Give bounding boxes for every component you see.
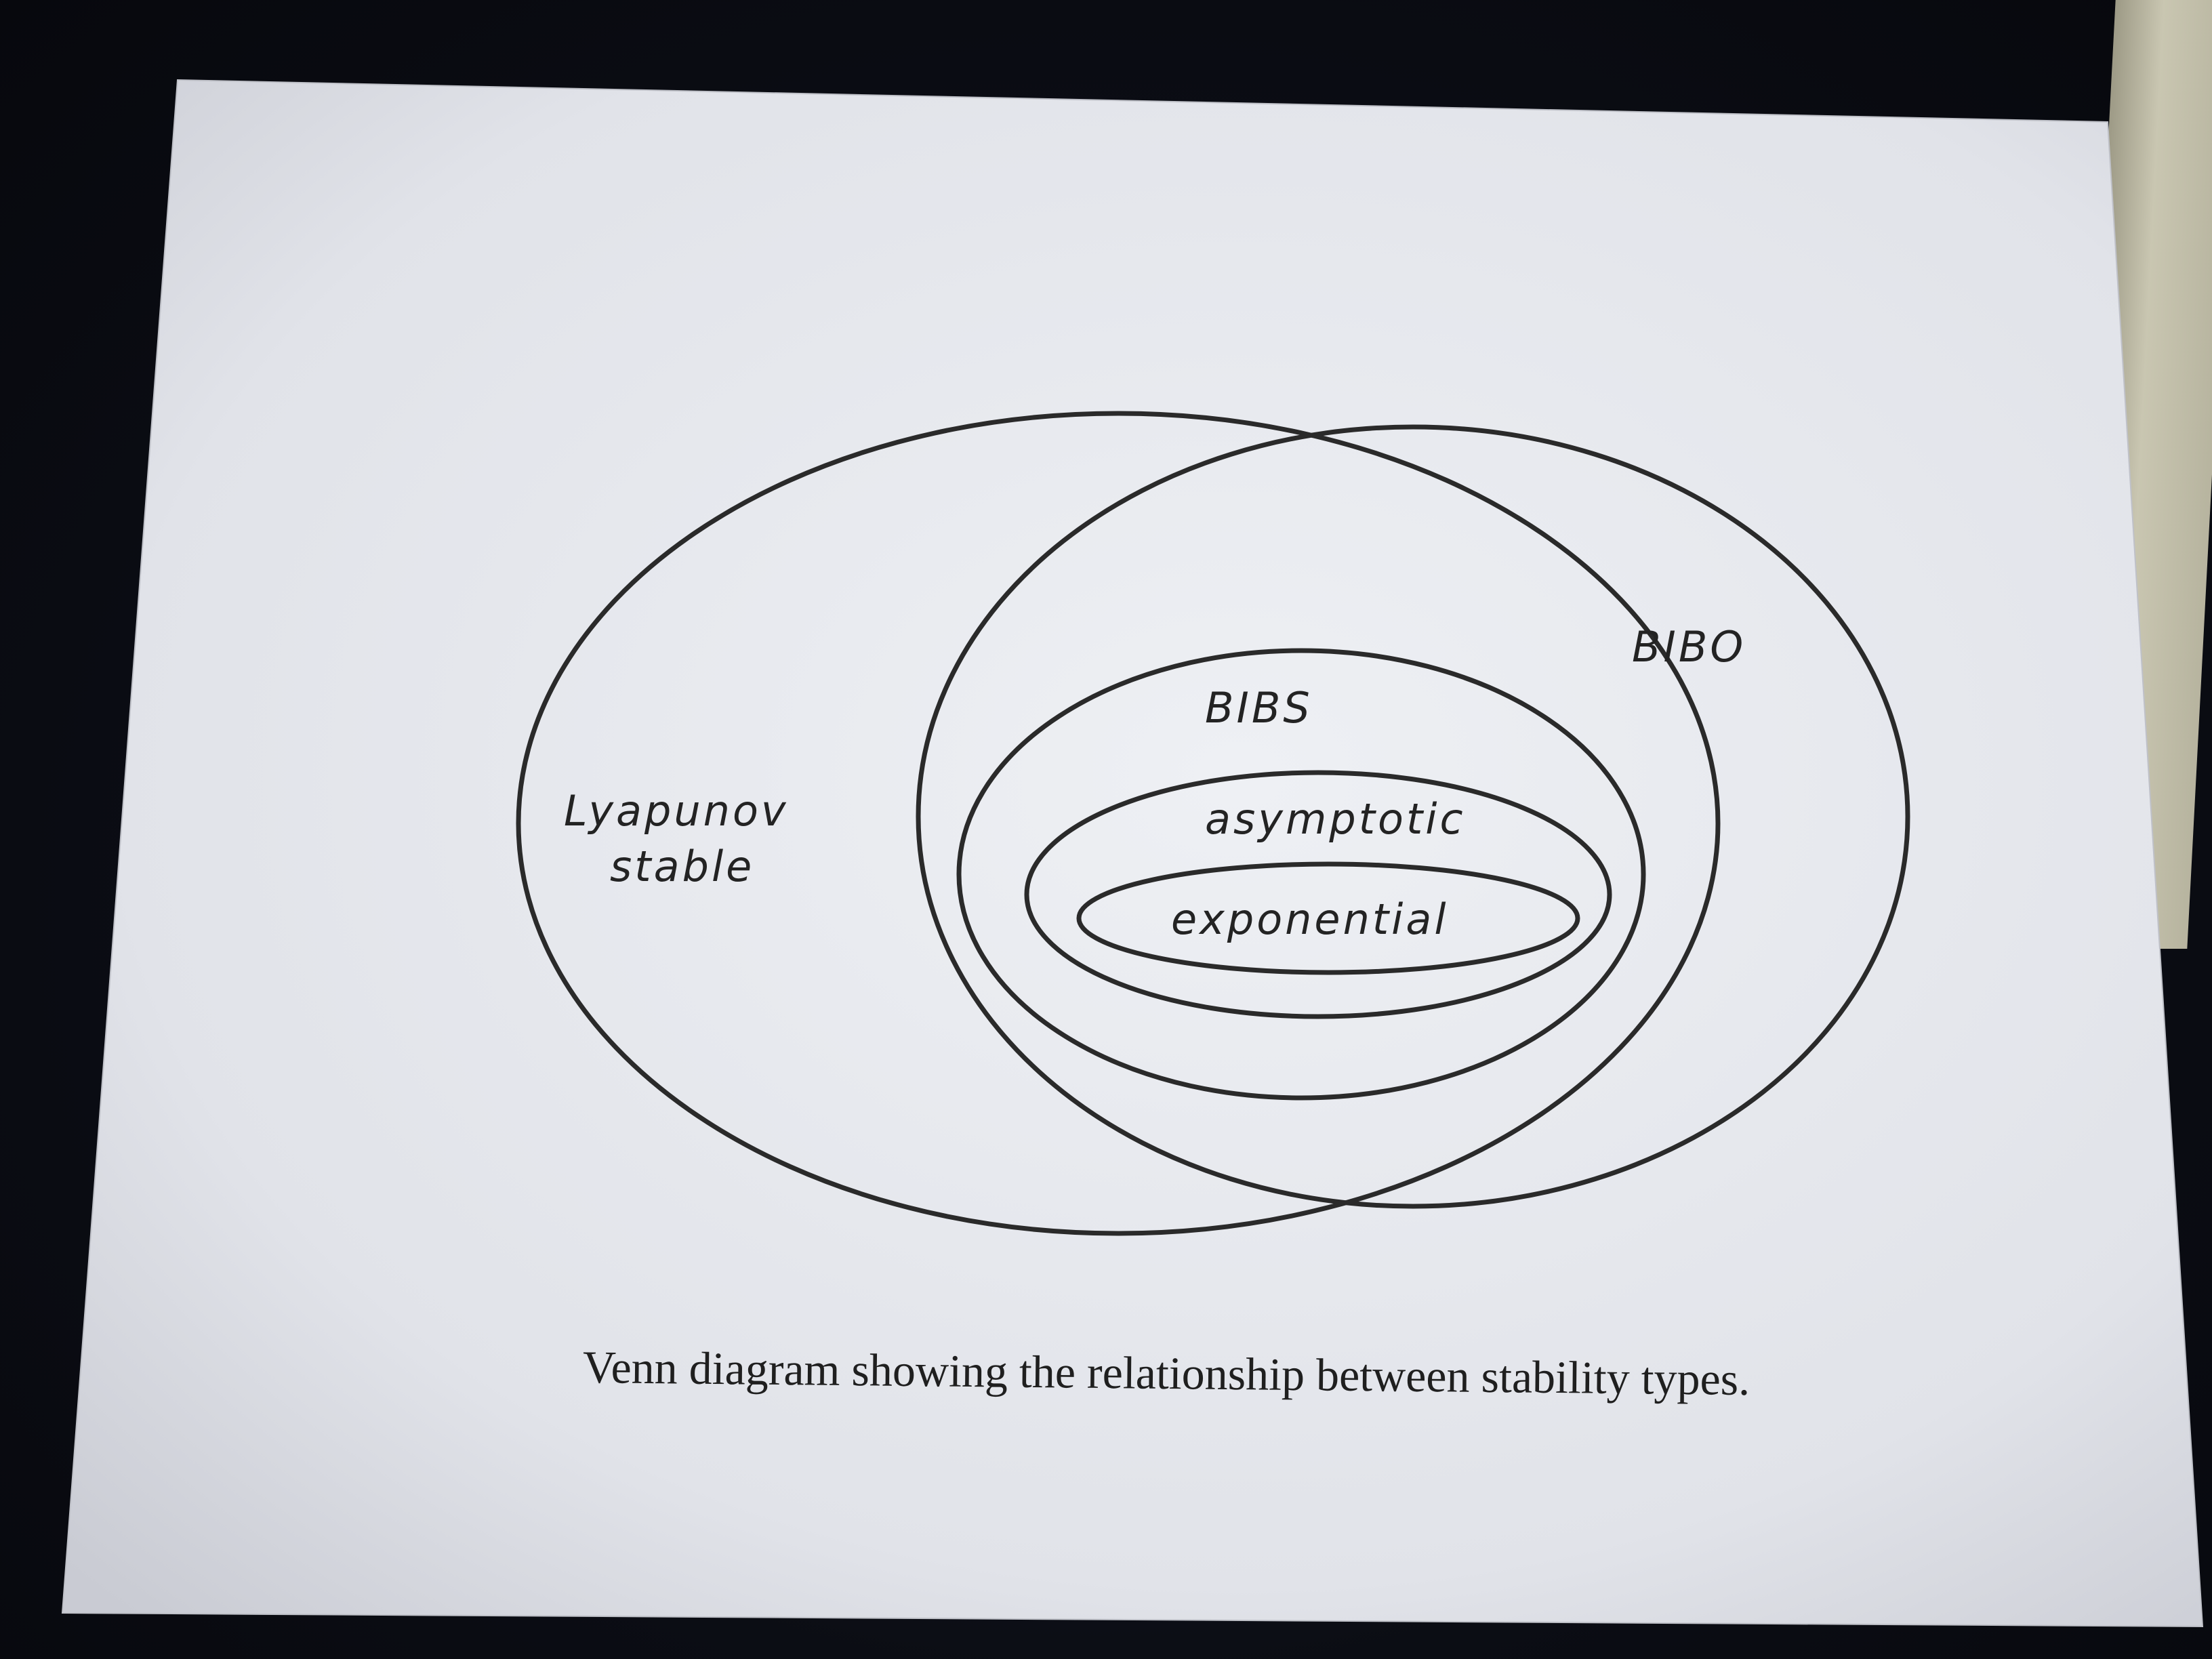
paper-surface: [61, 79, 2204, 1628]
lyapunov-label-line2: stable: [610, 842, 755, 891]
lyapunov-label-line1: Lyapunov: [564, 786, 789, 836]
bibs-label: BIBS: [1205, 683, 1313, 733]
bibs-set: [956, 648, 1646, 1101]
asymptotic-set: [1024, 770, 1612, 1019]
asymptotic-label: asymptotic: [1205, 794, 1466, 844]
bibo-label: BIBO: [1632, 622, 1746, 672]
exponential-set: [1076, 861, 1580, 975]
bibo-set: [916, 424, 1910, 1209]
exponential-label: exponential: [1171, 895, 1449, 944]
lyapunov-stable-set: [516, 411, 1721, 1236]
